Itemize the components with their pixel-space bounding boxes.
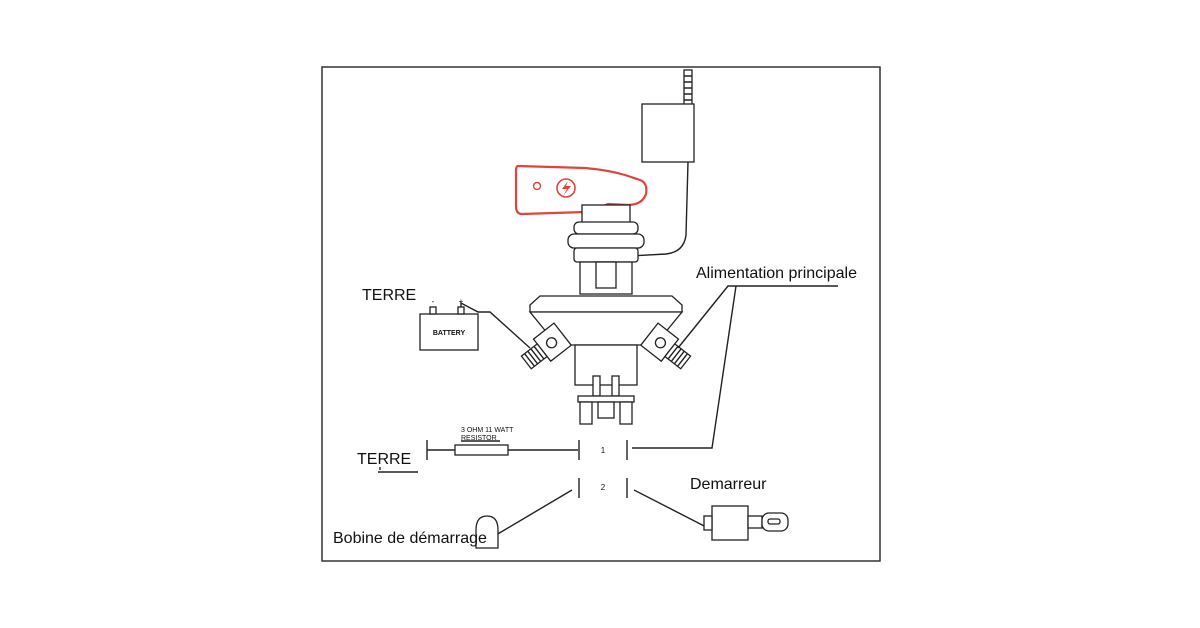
terminal-1-label: 1: [601, 446, 606, 455]
resistor-wire: [426, 440, 578, 460]
right-terminal-stud: [639, 322, 692, 370]
battery-isolator-switch: [514, 69, 695, 425]
battery-plus-label: +: [459, 297, 464, 306]
demarreur-label: Demarreur: [690, 476, 767, 493]
alimentation-label: Alimentation principale: [696, 265, 857, 282]
switch-dome: [529, 295, 683, 313]
battery-label: BATTERY: [433, 330, 466, 337]
switch-collar: [573, 221, 639, 235]
relay-cable: [629, 161, 689, 257]
starter-coil: [475, 515, 499, 549]
diagram-frame: [321, 66, 881, 562]
battery: - + BATTERY: [419, 297, 479, 351]
resistor-label: RESISTOR: [461, 435, 497, 442]
left-terminal-stud: [520, 322, 573, 370]
alimentation-wire-lower: [632, 285, 737, 449]
ignition-switch: [703, 505, 789, 541]
lightning-icon: [556, 178, 576, 198]
handle-hole: [532, 181, 542, 191]
terminal-2-break: [578, 478, 628, 498]
resistor-spec-label: 3 OHM 11 WATT: [461, 427, 514, 434]
terminal-1-break: [578, 440, 628, 460]
demarreur-wire: [633, 489, 713, 531]
resistor: [454, 444, 509, 456]
key-icon: [761, 512, 789, 532]
key-handle: [514, 164, 648, 224]
terminal-2-label: 2: [601, 483, 606, 492]
bobine-wire: [495, 489, 573, 536]
relay-box: [641, 103, 695, 163]
battery-minus-label: -: [432, 297, 435, 306]
terre-bottom-label: TERRE: [357, 451, 411, 468]
bobine-label: Bobine de démarrage: [333, 530, 487, 547]
terre-top-label: TERRE: [362, 287, 416, 304]
battery-wire: [460, 301, 531, 349]
alimentation-wire-upper: [677, 285, 838, 349]
